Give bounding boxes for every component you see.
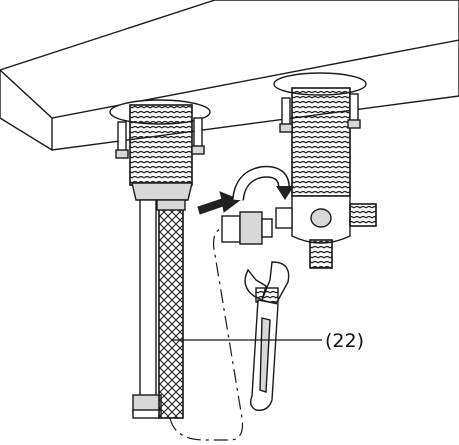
push-arrow [197,191,242,215]
countertop [0,0,459,151]
right-valve-body [273,72,377,269]
adjustable-wrench [244,261,290,411]
braided-supply-hose [156,199,186,419]
rotation-arrow [232,165,294,201]
smooth-supply-tube [132,199,162,419]
callout-label-22: (22) [325,330,364,352]
left-faucet-shank [109,99,211,201]
routing-guide-line [169,227,244,441]
hose-connector-nut [221,211,273,245]
